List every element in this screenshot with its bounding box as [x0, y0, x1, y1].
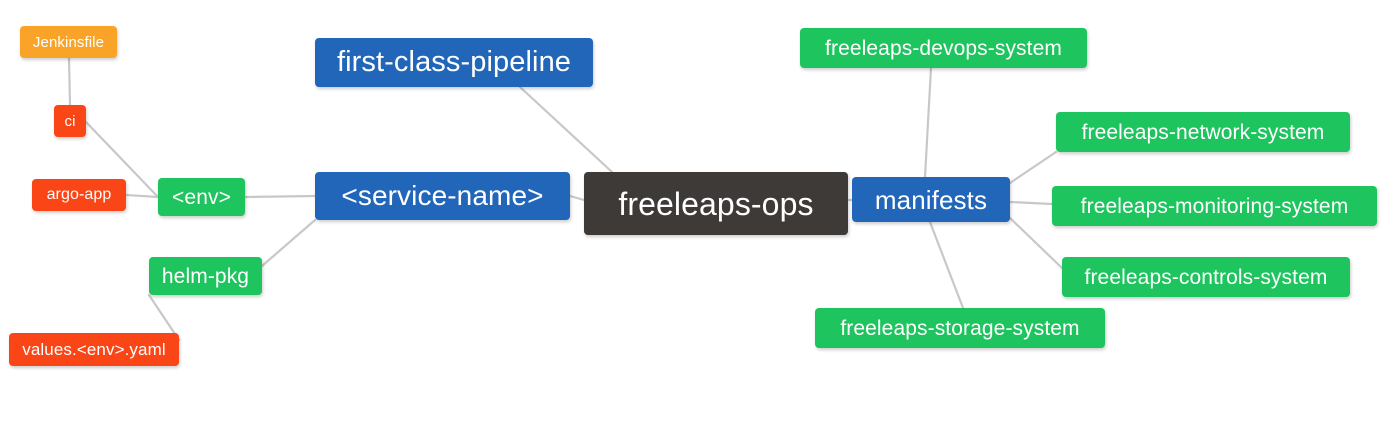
- mindmap-node-freeleaps-monitoring-system[interactable]: freeleaps-monitoring-system: [1052, 186, 1377, 226]
- mindmap-edge: [928, 220, 965, 310]
- mindmap-edge: [67, 56, 72, 107]
- mindmap-edge: [1008, 200, 1054, 206]
- mindmap-node-manifests[interactable]: manifests: [852, 177, 1010, 222]
- mindmap-edge: [260, 218, 317, 268]
- mindmap-node-label: freeleaps-network-system: [1081, 120, 1325, 144]
- mindmap-node-label: <service-name>: [341, 180, 544, 211]
- mindmap-node-helm-pkg[interactable]: helm-pkg: [149, 257, 262, 295]
- mindmap-node-freeleaps-controls-system[interactable]: freeleaps-controls-system: [1062, 257, 1350, 297]
- mindmap-edge: [568, 194, 586, 202]
- mindmap-edge: [124, 193, 160, 199]
- mindmap-node-freeleaps-devops-system[interactable]: freeleaps-devops-system: [800, 28, 1087, 68]
- mindmap-node-env[interactable]: <env>: [158, 178, 245, 216]
- mindmap-node-service-name[interactable]: <service-name>: [315, 172, 570, 220]
- mindmap-node-label: freeleaps-monitoring-system: [1080, 194, 1349, 218]
- mindmap-edge: [518, 85, 614, 174]
- mindmap-node-freeleaps-ops[interactable]: freeleaps-ops: [584, 172, 848, 235]
- mindmap-node-label: ci: [64, 112, 76, 130]
- mindmap-node-argo-app[interactable]: argo-app: [32, 179, 126, 211]
- mindmap-node-label: first-class-pipeline: [336, 46, 572, 78]
- mindmap-node-first-class-pipeline[interactable]: first-class-pipeline: [315, 38, 593, 87]
- mindmap-node-jenkinsfile[interactable]: Jenkinsfile: [20, 26, 117, 58]
- mindmap-edge: [923, 66, 933, 179]
- mindmap-edge: [243, 194, 317, 199]
- mindmap-node-freeleaps-storage-system[interactable]: freeleaps-storage-system: [815, 308, 1105, 348]
- mindmap-node-label: freeleaps-devops-system: [825, 36, 1062, 60]
- mindmap-node-label: Jenkinsfile: [32, 33, 105, 51]
- mindmap-node-label: argo-app: [46, 186, 112, 203]
- mindmap-node-label: freeleaps-storage-system: [840, 316, 1080, 340]
- mindmap-node-label: freeleaps-ops: [618, 185, 814, 222]
- mindmap-node-label: <env>: [172, 185, 231, 209]
- mindmap-node-label: freeleaps-controls-system: [1084, 265, 1328, 289]
- mindmap-node-label: values.<env>.yaml: [22, 340, 166, 359]
- mindmap-node-ci[interactable]: ci: [54, 105, 86, 137]
- mindmap-node-label: helm-pkg: [161, 264, 250, 288]
- mindmap-node-values-yaml[interactable]: values.<env>.yaml: [9, 333, 179, 366]
- mindmap-node-label: manifests: [874, 184, 988, 215]
- mindmap-edge: [1008, 150, 1058, 185]
- mindmap-node-freeleaps-network-system[interactable]: freeleaps-network-system: [1056, 112, 1350, 152]
